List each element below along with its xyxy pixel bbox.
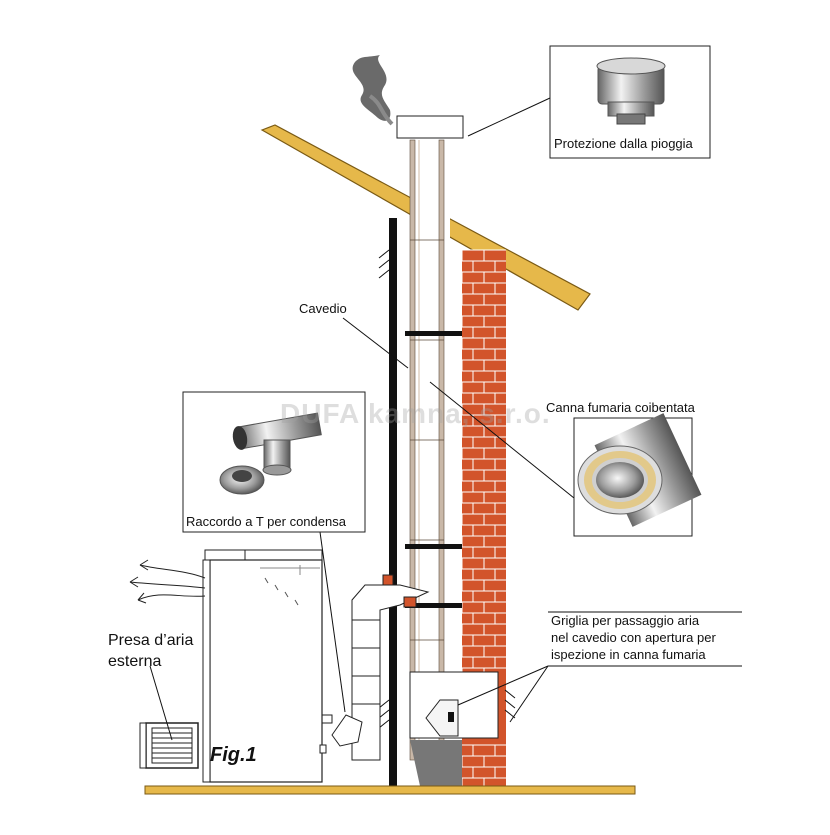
rain-cap xyxy=(396,115,464,139)
grille-label: Griglia per passaggio aria nel cavedio c… xyxy=(551,612,716,663)
wall-hatch xyxy=(378,249,390,729)
air-intake-label-line1: Presa d’aria xyxy=(108,632,194,649)
insulated-flue-section-icon xyxy=(577,413,702,527)
condensate-collector xyxy=(410,740,462,786)
flue-pipe-wall-left xyxy=(409,139,416,761)
inspection-handle xyxy=(448,712,454,722)
grille-label-line2: nel cavedio con apertura per xyxy=(551,630,716,645)
stove-connector xyxy=(321,574,430,761)
grille-hatch xyxy=(504,689,516,719)
tee-fitting-label: Raccordo a T per condensa xyxy=(186,514,346,529)
wall-brackets xyxy=(405,331,462,608)
tee-fitting-photo-icon xyxy=(219,412,322,495)
air-intake-grille-icon xyxy=(139,722,199,769)
flue-pipe-inner-left xyxy=(418,140,420,760)
outer-wall xyxy=(389,218,397,786)
flue-pipe-wall-right xyxy=(438,139,445,761)
stove xyxy=(202,549,327,783)
air-intake-label: Presa d’aria esterna xyxy=(108,630,193,672)
leader-lines xyxy=(149,97,742,741)
insulated-flue-label: Canna fumaria coibentata xyxy=(546,400,695,415)
shaft-label: Cavedio xyxy=(299,301,347,316)
smoke-icon xyxy=(352,55,391,121)
grille-label-line1: Griglia per passaggio aria xyxy=(551,613,700,628)
smoke-wisp xyxy=(368,94,394,126)
rain-cap-label: Protezione dalla pioggia xyxy=(554,136,693,151)
air-intake-label-line2: esterna xyxy=(108,653,162,670)
floor xyxy=(144,785,636,795)
rain-cap-photo-icon xyxy=(596,57,666,125)
figure-label: Fig.1 xyxy=(210,744,257,766)
grille-label-line3: ispezione in canna fumaria xyxy=(551,647,706,662)
inspection-tee-cap xyxy=(425,699,459,737)
airflow-arrows-icon xyxy=(129,559,206,604)
watermark: DUFA kamna, s.r.o. xyxy=(280,398,551,429)
pipe-joints xyxy=(410,239,444,641)
